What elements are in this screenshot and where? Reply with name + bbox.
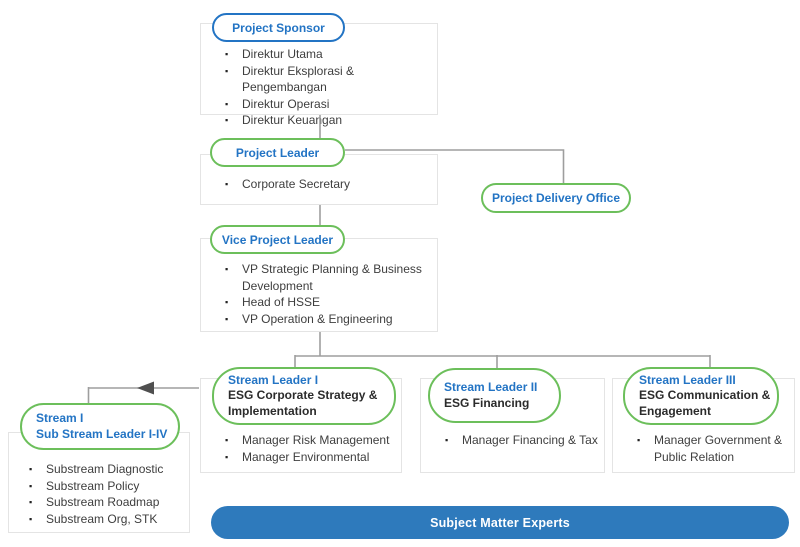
list-item-text: VP Strategic Planning & Business Develop… xyxy=(242,262,422,293)
list-item: Direktur Eksplorasi & Pengembangan xyxy=(201,63,437,96)
list-item: Direktur Operasi xyxy=(201,96,437,113)
project-leader-label: Project Leader xyxy=(235,145,320,160)
stream-2-member-list: Manager Financing & Tax xyxy=(421,432,604,449)
list-item-text: Manager Financing & Tax xyxy=(462,433,598,447)
list-item-text: Substream Org, STK xyxy=(46,511,158,526)
stream-leader-1-label: Stream Leader I xyxy=(228,372,319,387)
sub-stream-label-line1: Stream I xyxy=(36,411,84,425)
sub-stream-label-line2: Sub Stream Leader I-IV xyxy=(36,426,168,441)
stream-leader-2-focus: ESG Financing xyxy=(444,395,530,410)
list-item-text: Head of HSSE xyxy=(242,295,321,309)
stream-3-member-list: Manager Government & Public Relation xyxy=(613,432,794,465)
sub-stream-member-list: Substream DiagnosticSubstream PolicySubs… xyxy=(9,461,189,527)
list-item: Substream Roadmap xyxy=(9,494,189,511)
vice-project-leader-label: Vice Project Leader xyxy=(221,232,334,247)
vice-project-leader-member-list: VP Strategic Planning & Business Develop… xyxy=(201,261,437,327)
project-leader-member-list: Corporate Secretary xyxy=(201,176,437,193)
stream-1-member-list: Manager Risk ManagementManager Environme… xyxy=(201,432,401,465)
stream-leader-3-pill: Stream Leader III ESG Communication & En… xyxy=(623,367,779,425)
list-item: Head of HSSE xyxy=(201,294,437,311)
project-sponsor-label: Project Sponsor xyxy=(232,20,325,35)
left-arrowhead-icon xyxy=(137,381,154,395)
list-item-text: Corporate Secretary xyxy=(242,177,351,191)
list-item-text: Substream Policy xyxy=(46,478,140,493)
project-sponsor-member-list: Direktur UtamaDirektur Eksplorasi & Peng… xyxy=(201,46,437,129)
project-leader-pill: Project Leader xyxy=(210,138,345,167)
list-item: Manager Government & Public Relation xyxy=(613,432,794,465)
stream-leader-1-focus: ESG Corporate Strategy & Implementation xyxy=(228,388,378,418)
list-item-text: Manager Environmental xyxy=(242,449,370,464)
list-item-text: Manager Risk Management xyxy=(242,433,390,447)
list-item-text: Substream Roadmap xyxy=(46,495,160,509)
list-item: Manager Risk Management xyxy=(201,432,401,449)
project-delivery-office-label: Project Delivery Office xyxy=(491,191,621,205)
subject-matter-experts-bar: Subject Matter Experts xyxy=(211,506,789,539)
stream-leader-3-label: Stream Leader III xyxy=(639,372,736,387)
project-delivery-office-pill: Project Delivery Office xyxy=(481,183,631,213)
subject-matter-experts-label: Subject Matter Experts xyxy=(430,515,570,530)
list-item: Direktur Keuangan xyxy=(201,112,437,129)
list-item-text: Substream Diagnostic xyxy=(46,462,164,476)
list-item-text: Direktur Keuangan xyxy=(242,113,343,127)
vice-project-leader-pill: Vice Project Leader xyxy=(210,225,345,254)
stream-leader-1-pill: Stream Leader I ESG Corporate Strategy &… xyxy=(212,367,396,425)
stream-leader-2-pill: Stream Leader II ESG Financing xyxy=(428,368,561,423)
sub-stream-pill: Stream I Sub Stream Leader I-IV xyxy=(20,403,180,450)
list-item-text: Direktur Utama xyxy=(242,47,323,61)
list-item: VP Strategic Planning & Business Develop… xyxy=(201,261,437,294)
list-item: Substream Diagnostic xyxy=(9,461,189,478)
list-item-text: Manager Government & Public Relation xyxy=(654,433,783,464)
list-item: Substream Policy xyxy=(9,478,189,495)
list-item: Corporate Secretary xyxy=(201,176,437,193)
stream-leader-3-focus: ESG Communication & Engagement xyxy=(639,388,771,418)
list-item-text: Direktur Operasi xyxy=(242,96,330,111)
list-item: Manager Financing & Tax xyxy=(421,432,604,449)
list-item: Substream Org, STK xyxy=(9,511,189,528)
list-item: VP Operation & Engineering xyxy=(201,311,437,328)
project-sponsor-pill: Project Sponsor xyxy=(212,13,345,42)
list-item-text: Direktur Eksplorasi & Pengembangan xyxy=(242,63,355,95)
list-item: Manager Environmental xyxy=(201,449,401,466)
list-item-text: VP Operation & Engineering xyxy=(242,311,393,326)
stream-leader-2-label: Stream Leader II xyxy=(444,380,538,394)
list-item: Direktur Utama xyxy=(201,46,437,63)
